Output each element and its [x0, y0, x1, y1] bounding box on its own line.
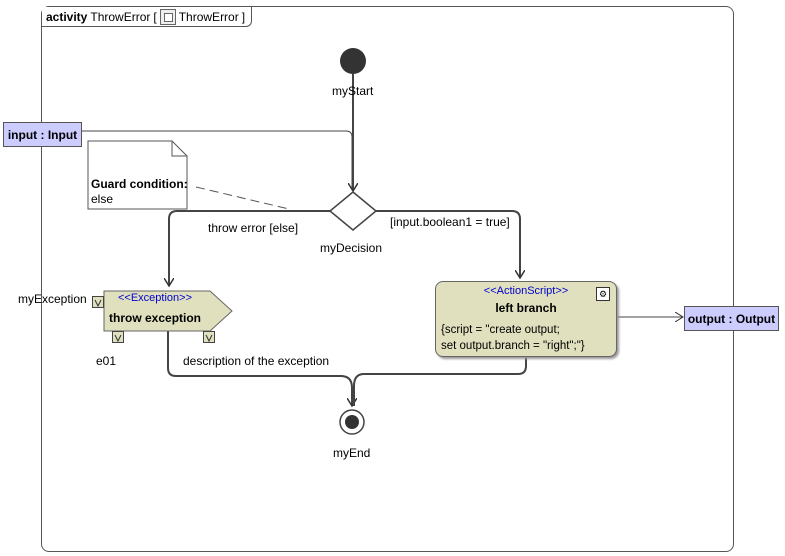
- exception-action-shape[interactable]: [103, 290, 233, 332]
- frame-tab-suffix: ThrowError: [178, 9, 239, 24]
- frame-name: ThrowError: [90, 9, 151, 24]
- else-guard-label: throw error [else]: [208, 221, 299, 235]
- else-flow[interactable]: [169, 210, 330, 286]
- true-guard-label: [input.boolean1 = true]: [390, 215, 510, 229]
- exception-description-label: description of the exception: [183, 354, 330, 368]
- script-stereotype: <<ActionScript>>: [483, 285, 569, 297]
- exception-stereotype: <<Exception>>: [117, 292, 192, 304]
- gear-icon[interactable]: ⚙: [596, 287, 610, 301]
- note-anchor-line: [195, 186, 290, 210]
- frame-keyword: activity: [46, 9, 88, 24]
- exception-action-title: throw exception: [109, 311, 202, 325]
- script-line-1: {script = "create output;: [441, 324, 560, 336]
- input-parameter[interactable]: input : Input: [3, 122, 82, 147]
- input-pin-label: myException: [18, 292, 87, 306]
- decision-label: myDecision: [320, 241, 383, 255]
- script-action-body: {script = "create output; set output.bra…: [441, 322, 585, 354]
- activity-frame-tab: activity ThrowError[ ThrowError]: [42, 7, 253, 27]
- output-pin-label: e01: [96, 354, 117, 368]
- script-action-title: left branch: [495, 301, 557, 315]
- script-action[interactable]: <<ActionScript>> left branch {script = "…: [435, 281, 617, 357]
- output-pin-left[interactable]: [112, 331, 124, 343]
- pin-arrow-icon: [94, 299, 102, 308]
- end-label: myEnd: [333, 446, 371, 460]
- end-node-core: [345, 415, 359, 429]
- script-to-end-flow[interactable]: [353, 355, 527, 406]
- start-label: myStart: [332, 84, 374, 98]
- pin-arrow-icon: [205, 334, 213, 343]
- script-line-2: set output.branch = "right";"}: [441, 340, 585, 352]
- guard-note[interactable]: Guard condition: else: [91, 177, 188, 207]
- activity-icon: [159, 8, 176, 25]
- input-pin[interactable]: [92, 296, 104, 308]
- activity-frame: [41, 6, 734, 552]
- pin-arrow-icon: [114, 334, 122, 343]
- exception-to-end-flow[interactable]: [167, 331, 352, 406]
- start-node[interactable]: [340, 48, 366, 74]
- guard-note-shape: [87, 140, 188, 210]
- decision-node[interactable]: [328, 191, 378, 231]
- true-flow[interactable]: [376, 210, 520, 278]
- note-title: Guard condition:: [91, 177, 188, 191]
- output-parameter[interactable]: output : Output: [684, 306, 779, 331]
- output-pin-right[interactable]: [203, 331, 215, 343]
- note-body: else: [91, 192, 114, 206]
